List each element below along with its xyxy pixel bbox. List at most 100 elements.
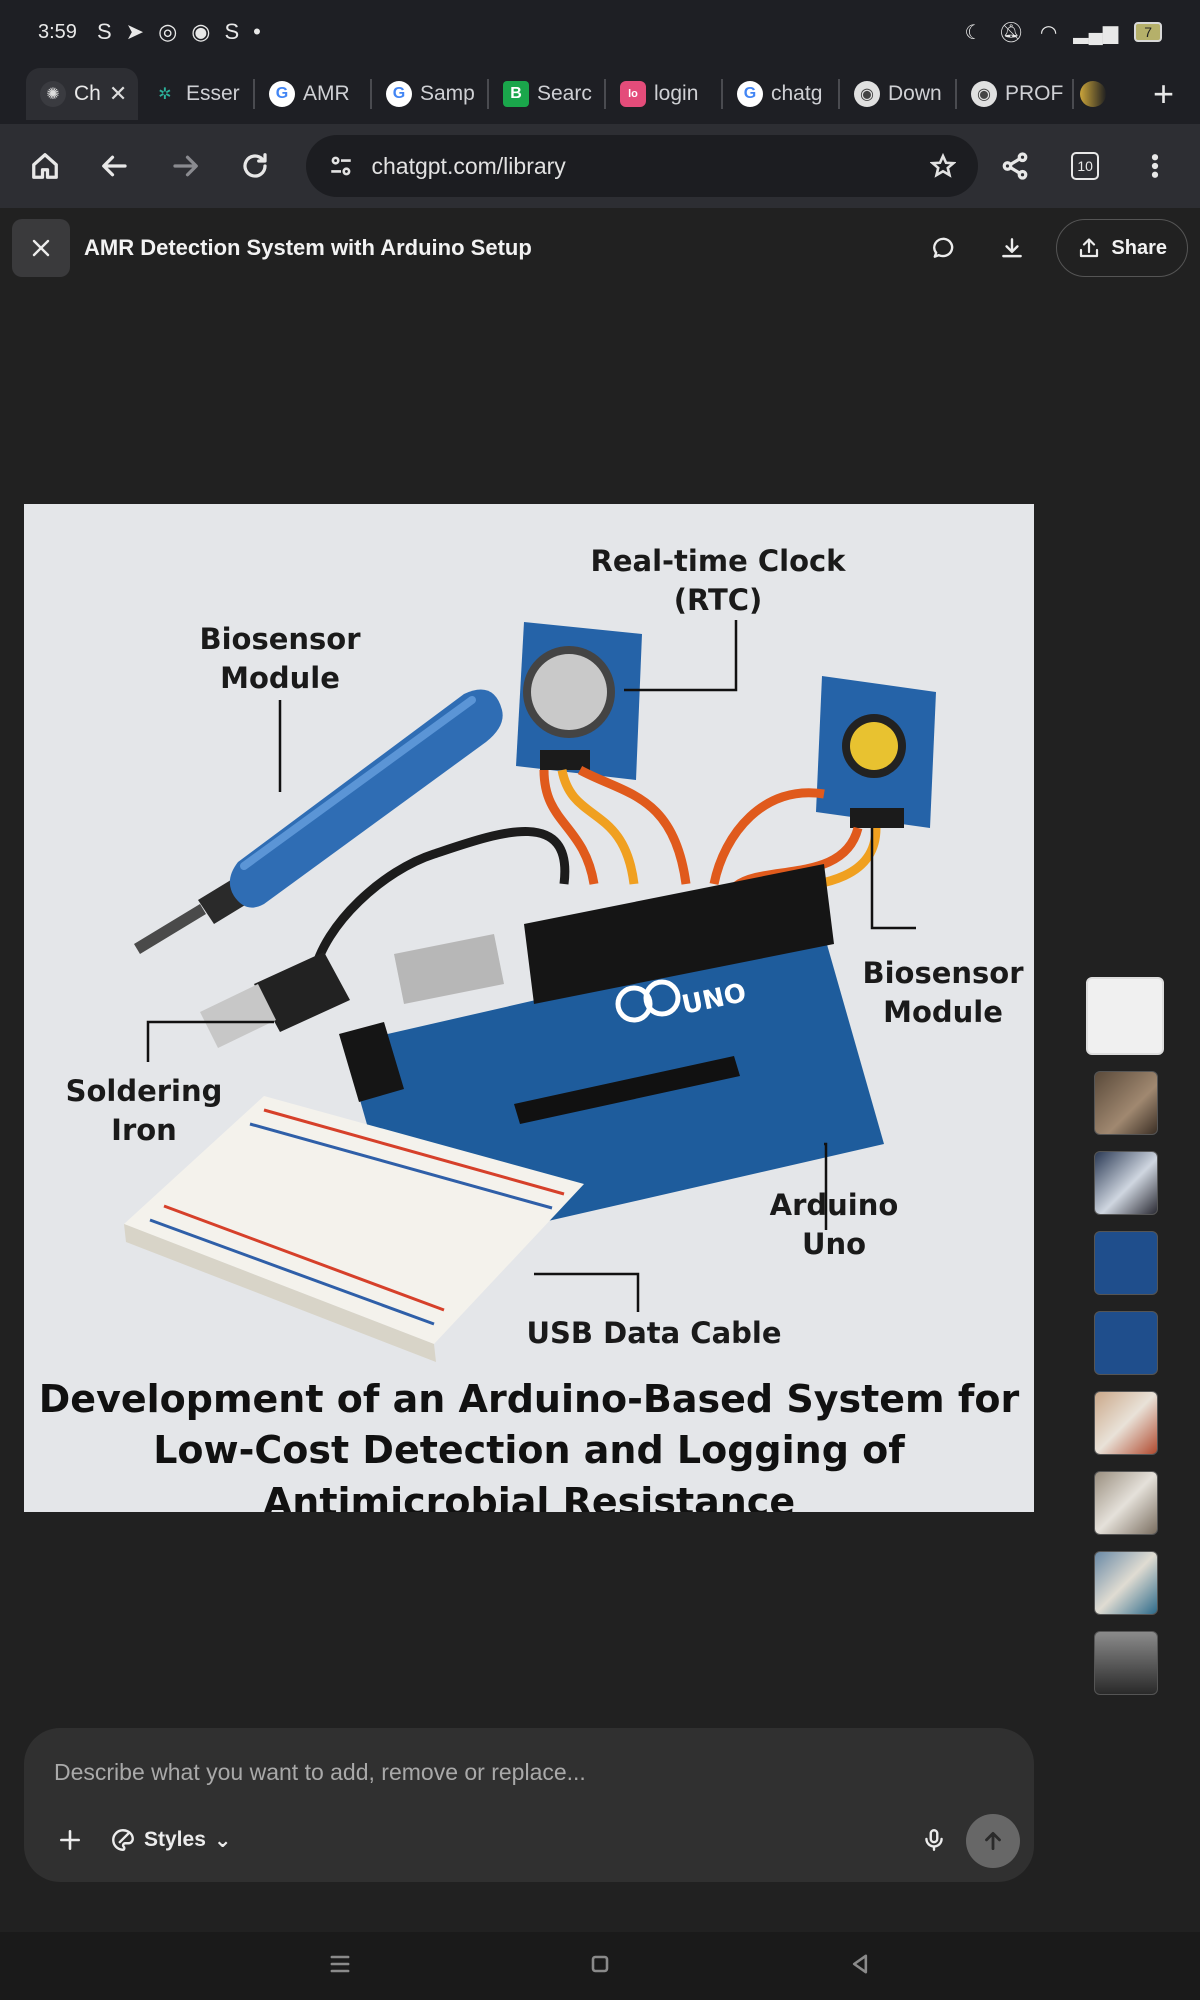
usb-cable-drawing — [200, 827, 570, 1048]
system-navigation-bar — [0, 1932, 1200, 2000]
close-icon — [32, 239, 50, 257]
status-bar: 3:59 S ➤ ◎ ◉ S • ☾ 🔕︎ ◠ ▂▄▆ 7 — [0, 0, 1200, 64]
battery-icon: 7 — [1134, 22, 1162, 42]
recents-icon — [330, 1955, 350, 1972]
login-site-icon: lo — [620, 81, 646, 107]
tab-label: Esser — [186, 82, 240, 105]
home-nav-button[interactable] — [586, 1950, 614, 1983]
browser-toolbar: chatgpt.com/library 10 — [0, 124, 1200, 208]
thumbnail-item[interactable] — [1094, 1151, 1158, 1215]
thumbnail-item[interactable] — [1094, 1551, 1158, 1615]
palette-brush-icon — [112, 1829, 134, 1851]
mute-bell-icon: 🔕︎ — [998, 21, 1024, 44]
tab-switcher-button[interactable]: 10 — [1062, 142, 1108, 190]
b-icon: B — [503, 81, 529, 107]
google-icon: G — [386, 81, 412, 107]
url-text[interactable]: chatgpt.com/library — [371, 152, 566, 179]
styles-button[interactable]: Styles ⌄ — [104, 1818, 237, 1862]
messenger-icon: ◉ — [191, 19, 211, 44]
home-icon — [32, 153, 58, 179]
google-icon: G — [269, 81, 295, 107]
thumbnail-item[interactable] — [1094, 1071, 1158, 1135]
thumbnail-current[interactable] — [1086, 977, 1164, 1055]
plus-icon — [60, 1830, 80, 1850]
tab-label: AMR — [303, 82, 350, 105]
upload-icon — [1080, 238, 1099, 258]
address-bar[interactable]: chatgpt.com/library — [305, 135, 979, 197]
back-button[interactable] — [92, 142, 138, 190]
styles-label: Styles — [144, 1828, 206, 1851]
send-button[interactable] — [966, 1814, 1020, 1868]
tab-count: 10 — [1071, 152, 1100, 180]
tab-login[interactable]: lo login — [606, 79, 723, 109]
google-icon: G — [737, 81, 763, 107]
label-usb-cable: USB Data Cable — [526, 1316, 782, 1350]
tab-amr[interactable]: G AMR — [255, 79, 372, 109]
arrow-left-icon — [101, 155, 127, 177]
status-time: 3:59 — [38, 20, 77, 43]
tab-label: PROF — [1005, 82, 1064, 105]
share-page-button[interactable] — [992, 142, 1038, 190]
telegram-icon: ➤ — [125, 19, 145, 44]
tab-label: login — [654, 82, 699, 105]
tab-chatgpt[interactable]: ✺ Ch ✕ — [26, 68, 138, 120]
forward-button[interactable] — [162, 142, 208, 190]
new-tab-plus-icon[interactable]: + — [1152, 73, 1174, 114]
biosensor-module-drawing — [709, 676, 936, 899]
comment-button[interactable] — [920, 224, 968, 272]
close-tab-icon[interactable]: ✕ — [108, 81, 128, 106]
breadboard-drawing — [124, 1096, 584, 1362]
speech-bubble-icon — [933, 237, 954, 258]
tab-overflow[interactable] — [1074, 68, 1114, 120]
download-button[interactable] — [988, 224, 1036, 272]
tab-label: Ch — [74, 82, 101, 105]
wifi-icon: ◠ — [1039, 21, 1058, 44]
tab-label: chatg — [771, 82, 823, 105]
close-viewer-button[interactable] — [12, 219, 70, 277]
tab-label: Down — [888, 82, 942, 105]
esser-icon: ✲ — [158, 86, 172, 103]
tab-esser[interactable]: ✲ Esser — [138, 79, 255, 109]
arrow-up-icon — [985, 1832, 1001, 1850]
dnd-moon-icon: ☾ — [964, 21, 983, 44]
soldering-iron-drawing — [134, 689, 503, 954]
download-icon — [1002, 238, 1023, 258]
home-button[interactable] — [22, 142, 68, 190]
site-settings-icon — [330, 156, 351, 176]
voice-input-button[interactable] — [914, 1820, 954, 1860]
arrow-right-icon — [173, 155, 198, 177]
instagram-icon: ◎ — [158, 19, 178, 44]
arduino-setup-illustration: UNO — [124, 620, 936, 1362]
page-title: AMR Detection System with Arduino Setup — [84, 235, 532, 260]
star-icon — [930, 153, 957, 178]
recents-button[interactable] — [326, 1950, 354, 1983]
tab-prof[interactable]: ◉ PROF — [957, 79, 1074, 109]
thumbnail-item[interactable] — [1094, 1631, 1158, 1695]
chrome-icon: ◉ — [854, 81, 880, 107]
generated-image[interactable]: UNO Real-time Clock (RTC) Biosensor Modu… — [24, 504, 1034, 1512]
label-biosensor-left: Biosensor Module — [199, 622, 361, 696]
share-button[interactable]: Share — [1056, 219, 1188, 277]
thumbnail-item[interactable] — [1094, 1231, 1158, 1295]
edit-composer: Styles ⌄ — [24, 1728, 1034, 1882]
microphone-icon — [925, 1829, 943, 1851]
signal-icon: ▂▄▆ — [1073, 21, 1119, 44]
back-nav-button[interactable] — [846, 1950, 874, 1983]
s-app-icon: S — [96, 19, 112, 44]
tab-down[interactable]: ◉ Down — [840, 79, 957, 109]
label-biosensor-right: Biosensor Module — [862, 956, 1024, 1030]
thumbnail-item[interactable] — [1094, 1391, 1158, 1455]
tab-samp[interactable]: G Samp — [372, 79, 489, 109]
add-attachment-button[interactable] — [50, 1820, 90, 1860]
edit-prompt-input[interactable] — [54, 1748, 994, 1796]
label-arduino-uno: Arduino Uno — [769, 1188, 899, 1262]
more-vertical-icon — [1151, 154, 1159, 178]
label-leader-lines — [146, 620, 916, 1312]
tab-search[interactable]: B Searc — [489, 79, 606, 109]
label-soldering-iron: Soldering Iron — [65, 1074, 223, 1148]
browser-menu-button[interactable] — [1132, 142, 1178, 190]
thumbnail-item[interactable] — [1094, 1311, 1158, 1375]
reload-button[interactable] — [232, 142, 278, 190]
tab-chatg[interactable]: G chatg — [723, 79, 840, 109]
thumbnail-item[interactable] — [1094, 1471, 1158, 1535]
